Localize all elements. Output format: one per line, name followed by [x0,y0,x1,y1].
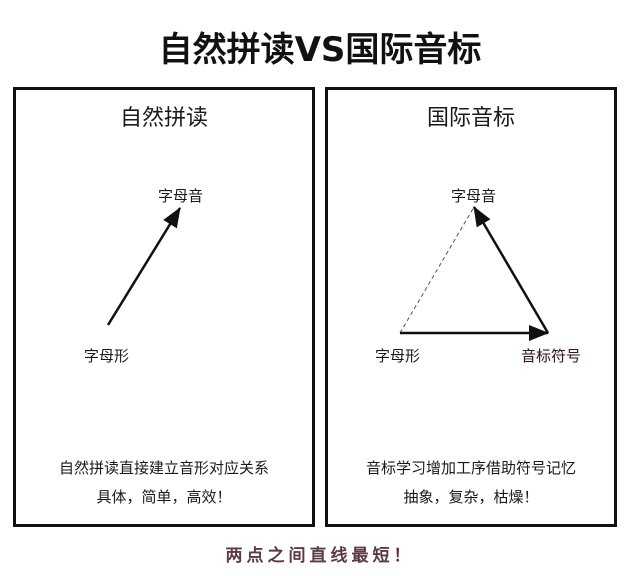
description-line-2: 抽象，复杂，枯燥！ [403,488,539,506]
description-line-2: 具体，简单，高效！ [96,488,232,506]
panel-ipa: 国际音标 字母音 字母形 音标符号 音标学习增加工序借助符号记忆 抽象，复杂，枯… [325,87,617,527]
dashed-direct-line [399,206,475,334]
node-letter-sound: 字母音 [451,187,497,205]
node-letter-shape: 字母形 [84,347,130,365]
panel-title: 国际音标 [426,106,515,131]
panel-natural-phonics: 自然拼读 字母音 字母形 自然拼读直接建立音形对应关系 具体，简单，高效！ [13,87,315,527]
node-ipa-symbol: 音标符号 [521,347,582,365]
description-line-1: 音标学习增加工序借助符号记忆 [365,459,576,477]
arrow-symbol-to-sound [472,206,550,334]
description-line-1: 自然拼读直接建立音形对应关系 [58,459,269,477]
footer-slogan: 两点之间直线最短！ [225,546,415,566]
panel-title: 自然拼读 [119,106,208,131]
node-letter-shape: 字母形 [375,347,421,365]
page-title: 自然拼读VS国际音标 [158,30,482,70]
node-letter-sound: 字母音 [158,187,204,205]
arrow-shape-to-sound [106,207,182,326]
